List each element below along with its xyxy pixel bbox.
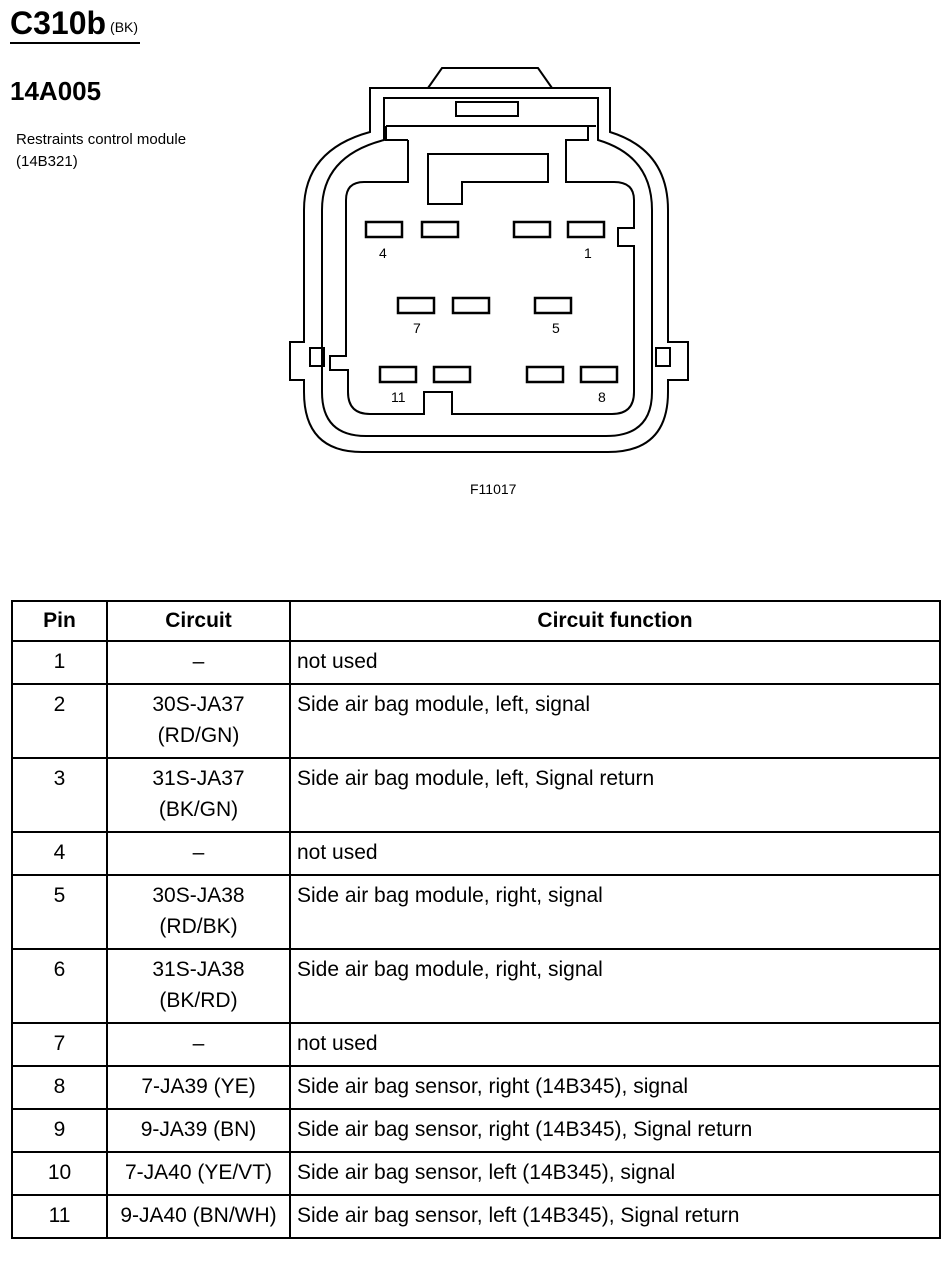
connector-face-diagram: 4 1 7 5 11 8: [289, 67, 689, 453]
function-cell: Side air bag sensor, right (14B345), sig…: [289, 1065, 941, 1110]
pin-cell: 8: [11, 1065, 108, 1110]
pin-cell: 5: [11, 874, 108, 950]
connector-header: C310b(BK): [10, 4, 141, 44]
circuit-cell: 30S-JA37 (RD/GN): [106, 683, 291, 759]
circuit-cell: –: [106, 640, 291, 685]
function-cell: Side air bag module, right, signal: [289, 948, 941, 1024]
terminal-1: [566, 220, 606, 239]
connector-color-code: (BK): [110, 19, 139, 35]
outer-shell: [289, 87, 689, 453]
terminal-10: [432, 365, 472, 384]
circuit-cell: 30S-JA38 (RD/BK): [106, 874, 291, 950]
circuit-cell: 7-JA40 (YE/VT): [106, 1151, 291, 1196]
pin-cell: 10: [11, 1151, 108, 1196]
pin-label-11: 11: [391, 389, 406, 405]
function-cell: Side air bag sensor, left (14B345), sign…: [289, 1151, 941, 1196]
circuit-cell: 7-JA39 (YE): [106, 1065, 291, 1110]
function-cell: Side air bag module, left, Signal return: [289, 757, 941, 833]
table-row: 4–not used: [11, 831, 941, 876]
component-description: Restraints control module (14B321): [16, 131, 187, 170]
pin-cell: 2: [11, 683, 108, 759]
header-circuit: Circuit: [106, 600, 291, 642]
function-cell: Side air bag sensor, right (14B345), Sig…: [289, 1108, 941, 1153]
terminal-4: [364, 220, 404, 239]
part-number: 14A005: [10, 76, 102, 106]
terminal-5: [533, 296, 573, 315]
pin-cell: 9: [11, 1108, 108, 1153]
circuit-cell: –: [106, 831, 291, 876]
terminal-8: [579, 365, 619, 384]
terminal-11: [378, 365, 418, 384]
terminal-6: [451, 296, 491, 315]
header-pin: Pin: [11, 600, 108, 642]
terminal-2: [512, 220, 552, 239]
circuit-cell: 31S-JA38 (BK/RD): [106, 948, 291, 1024]
pin-cell: 4: [11, 831, 108, 876]
pin-cell: 7: [11, 1022, 108, 1067]
figure-code: F11017: [470, 481, 517, 497]
pin-label-1: 1: [584, 245, 592, 261]
pin-cell: 1: [11, 640, 108, 685]
pin-label-7: 7: [413, 320, 421, 336]
function-cell: Side air bag module, right, signal: [289, 874, 941, 950]
pin-cell: 3: [11, 757, 108, 833]
pin-label-8: 8: [598, 389, 606, 405]
circuit-cell: 9-JA39 (BN): [106, 1108, 291, 1153]
terminal-9: [525, 365, 565, 384]
function-cell: not used: [289, 831, 941, 876]
inner-shell: [321, 97, 653, 437]
function-cell: Side air bag sensor, left (14B345), Sign…: [289, 1194, 941, 1239]
cavity-outline: [329, 126, 635, 415]
circuit-cell: 9-JA40 (BN/WH): [106, 1194, 291, 1239]
circuit-cell: 31S-JA37 (BK/GN): [106, 757, 291, 833]
function-cell: not used: [289, 640, 941, 685]
table-row: 7–not used: [11, 1022, 941, 1067]
pin-cell: 11: [11, 1194, 108, 1239]
keyway: [427, 153, 549, 205]
header-circuit-function: Circuit function: [289, 600, 941, 642]
circuit-cell: –: [106, 1022, 291, 1067]
pin-label-5: 5: [552, 320, 560, 336]
terminal-7: [396, 296, 436, 315]
connector-id: C310b: [10, 5, 107, 41]
pin-cell: 6: [11, 948, 108, 1024]
terminal-3: [420, 220, 460, 239]
function-cell: Side air bag module, left, signal: [289, 683, 941, 759]
function-cell: not used: [289, 1022, 941, 1067]
latch-tab: [427, 67, 553, 89]
pin-label-4: 4: [379, 245, 387, 261]
table-header-row: Pin Circuit Circuit function: [11, 600, 941, 642]
connector-title: C310b(BK): [10, 4, 141, 44]
lock-bar: [455, 101, 519, 117]
table-row: 1–not used: [11, 640, 941, 685]
